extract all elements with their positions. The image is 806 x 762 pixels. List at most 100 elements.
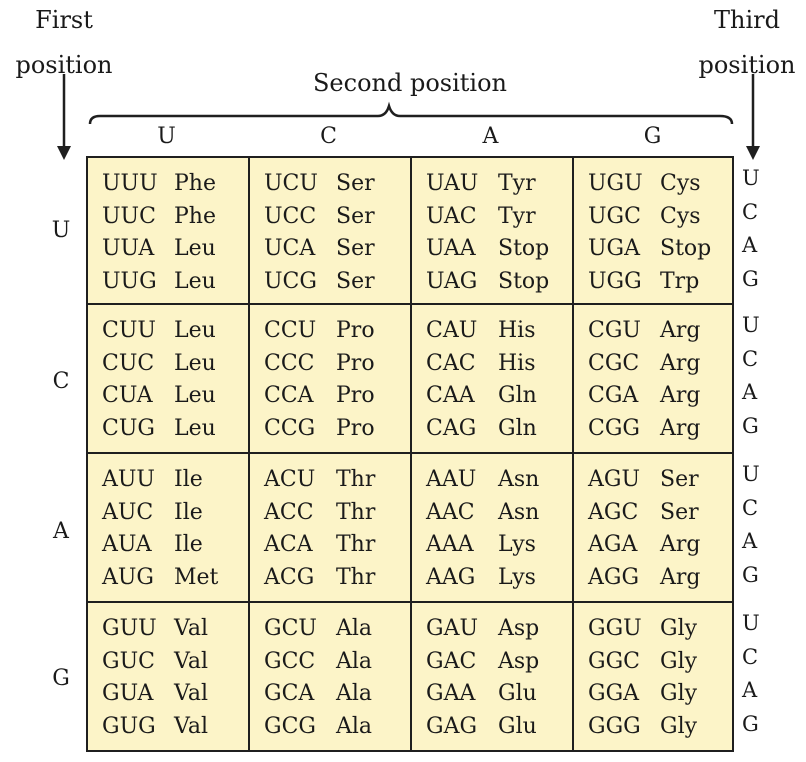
codon-triplet: GGC (588, 648, 640, 674)
amino-acid: Arg (660, 350, 701, 376)
codon-triplet: CAG (426, 415, 477, 441)
amino-acid: Asp (498, 616, 540, 641)
codon-triplet: UUU (102, 171, 158, 196)
codon-triplet: UGU (588, 171, 643, 196)
codon-triplet: UGA (588, 236, 641, 261)
amino-acid: Leu (174, 415, 216, 441)
amino-acid: Pro (336, 383, 375, 408)
codon-entry: GUU Val (102, 613, 249, 646)
amino-acid: Arg (660, 383, 701, 408)
amino-acid: Phe (174, 203, 216, 229)
second-position-label: Second position (312, 69, 507, 97)
amino-acid: Thr (336, 499, 376, 525)
amino-acid: Ile (174, 499, 203, 525)
codon-triplet: CUA (102, 383, 153, 408)
codon-triplet: UUA (102, 236, 155, 261)
amino-acid: Stop (498, 268, 550, 294)
amino-acid: Gly (660, 616, 698, 641)
third-position-letter: G (742, 413, 759, 438)
amino-acid: Thr (336, 564, 376, 590)
amino-acid: Pro (336, 350, 375, 376)
codon-triplet: UCC (264, 203, 317, 229)
col-header-c: C (320, 124, 337, 149)
amino-acid: Tyr (498, 203, 536, 229)
codon-triplet: GUC (102, 648, 155, 674)
amino-acid: Ser (660, 499, 699, 525)
amino-acid: Leu (174, 350, 216, 376)
codon-triplet: GAA (426, 681, 476, 706)
codon-triplet: GCC (264, 648, 316, 674)
amino-acid: Leu (174, 236, 216, 261)
amino-acid: Stop (660, 236, 712, 261)
third-position-line-1: Third (714, 6, 780, 34)
amino-acid: Thr (336, 532, 376, 557)
amino-acid: Ala (336, 616, 373, 641)
codon-triplet: UAC (426, 203, 477, 229)
third-position-letter: U (742, 313, 760, 337)
codon-entry: UAC Tyr (426, 201, 573, 234)
codon-triplet: CGA (588, 383, 639, 408)
grid-divider (88, 303, 732, 305)
amino-acid: Ser (660, 467, 699, 492)
amino-acid: Asp (498, 648, 540, 674)
third-position-letter: A (742, 678, 758, 702)
grid-divider (88, 601, 732, 603)
row-header-a: A (53, 519, 69, 544)
third-position-label: Third position (692, 6, 802, 79)
codon-triplet: AAU (426, 467, 477, 492)
codon-triplet: GGU (588, 616, 642, 641)
col-header-a: A (482, 124, 499, 149)
amino-acid: Ala (336, 713, 373, 739)
third-position-line-2: position (698, 51, 796, 79)
third-position-letter: C (742, 346, 759, 371)
codon-triplet: AUC (102, 499, 154, 525)
amino-acid: Leu (174, 268, 216, 294)
amino-acid: Ser (336, 171, 375, 196)
codon-triplet: AAA (426, 532, 474, 557)
codon-triplet: CGC (588, 350, 640, 376)
amino-acid: Val (174, 681, 209, 706)
codon-triplet: CCG (264, 415, 316, 441)
codon-triplet: GUG (102, 713, 156, 739)
col-header-u: U (157, 124, 176, 149)
codon-triplet: AAC (426, 499, 475, 525)
amino-acid: Pro (336, 415, 375, 441)
amino-acid: Val (174, 616, 209, 641)
codon-triplet: CGG (588, 415, 640, 441)
codon-triplet: GUU (102, 616, 157, 641)
codon-triplet: CAU (426, 318, 478, 343)
codon-triplet: AUA (102, 532, 152, 557)
amino-acid: Leu (174, 383, 216, 408)
codon-triplet: ACU (264, 467, 316, 492)
amino-acid: His (498, 350, 536, 376)
